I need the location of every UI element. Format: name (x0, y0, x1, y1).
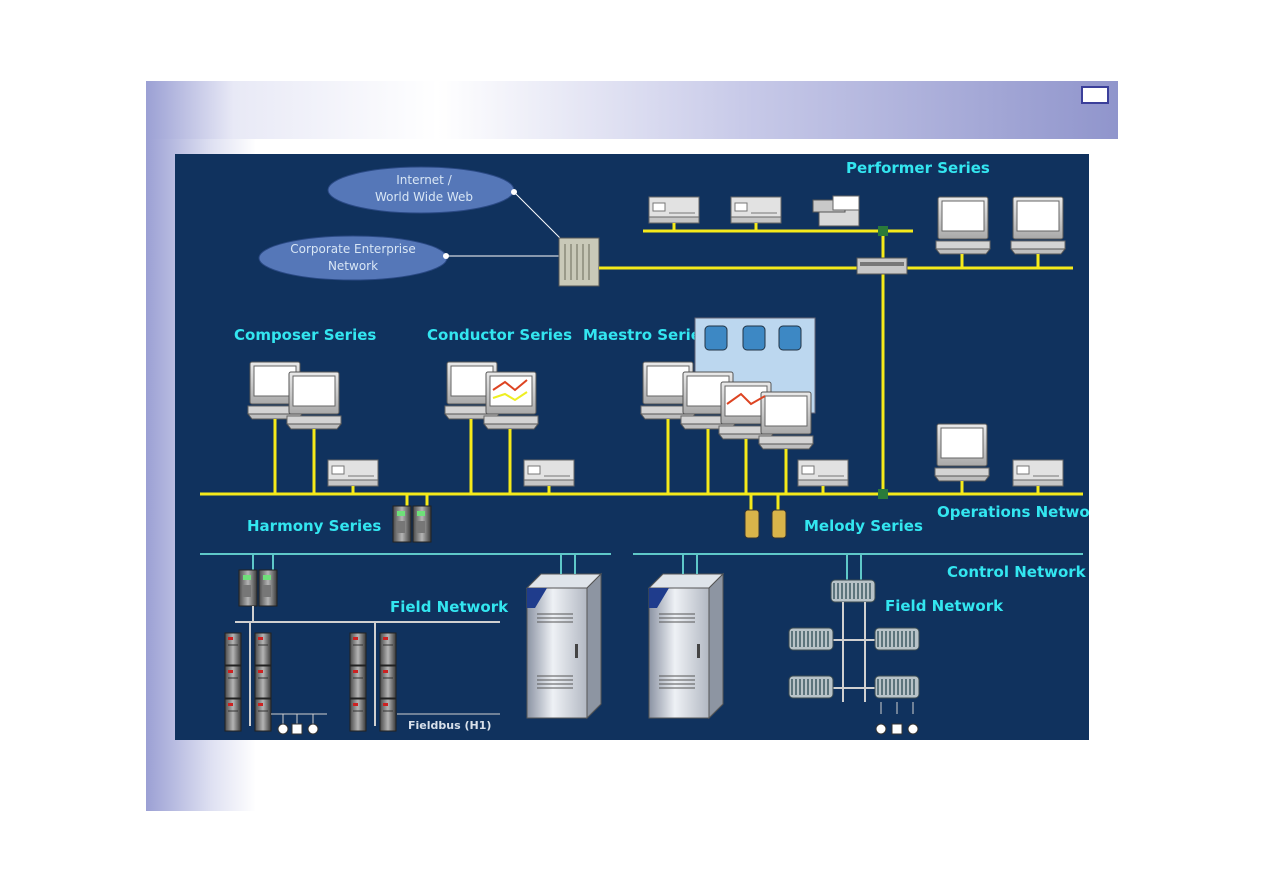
gateway-server-icon (558, 237, 600, 287)
pc-workstation-icon (1010, 196, 1066, 255)
io-module-icon (379, 665, 397, 699)
field-network-left-label: Field Network (390, 598, 509, 616)
title-banner (146, 81, 1118, 139)
io-module-icon (224, 632, 242, 666)
internet-cloud: Internet / World Wide Web (327, 166, 515, 214)
control-network-label: Control Network (947, 563, 1087, 581)
server-icon (730, 196, 782, 224)
melody-series-label: Melody Series (804, 517, 923, 535)
upper-bus (200, 229, 1083, 496)
cabinet-icon (526, 573, 602, 719)
pc-workstation-icon (286, 371, 342, 430)
pc-workstation-icon (483, 371, 539, 430)
pc-workstation-icon (934, 423, 990, 482)
io-module-icon (224, 698, 242, 732)
io-rack-icon (788, 675, 834, 699)
internet-label-2: World Wide Web (375, 190, 473, 204)
fieldbus-label: Fieldbus (H1) (408, 719, 491, 732)
io-module-icon (349, 665, 367, 699)
performer-series-label: Performer Series (846, 159, 990, 177)
coupler-icon (744, 509, 787, 539)
pc-workstation-icon (935, 196, 991, 255)
controller-module-icon (258, 569, 278, 607)
maestro-series-label: Maestro Series (583, 326, 710, 344)
system-architecture-diagram: Internet / World Wide Web Corporate Ente… (175, 154, 1108, 740)
server-icon (648, 196, 700, 224)
corporate-cloud: Corporate Enterprise Network (258, 235, 448, 281)
io-rack-icon (874, 627, 920, 651)
io-rack-icon (788, 627, 834, 651)
harmony-series-label: Harmony Series (247, 517, 381, 535)
field-device-icon (277, 723, 319, 735)
composer-series-label: Composer Series (234, 326, 376, 344)
pc-workstation-icon (758, 391, 814, 450)
io-module-icon (349, 698, 367, 732)
operations-network-label: Operations Network (937, 503, 1089, 521)
internet-label-1: Internet / (396, 173, 452, 187)
server-icon (523, 459, 575, 487)
cabinet-icon (648, 573, 724, 719)
io-module-icon (254, 632, 272, 666)
hub-icon (856, 257, 908, 275)
printer-icon (812, 195, 860, 227)
controller-module-icon (392, 505, 412, 543)
field-device-icon (875, 723, 919, 735)
field-network-right-label: Field Network (885, 597, 1004, 615)
server-icon (327, 459, 379, 487)
slide-number-box (1081, 86, 1109, 104)
io-module-icon (379, 698, 397, 732)
controller-module-icon (412, 505, 432, 543)
io-module-icon (254, 698, 272, 732)
io-module-icon (224, 665, 242, 699)
conductor-series-label: Conductor Series (427, 326, 572, 344)
corporate-label-2: Network (328, 259, 378, 273)
io-module-icon (349, 632, 367, 666)
io-rack-icon (830, 579, 876, 603)
server-icon (797, 459, 849, 487)
controller-module-icon (238, 569, 258, 607)
io-module-icon (254, 665, 272, 699)
corporate-label-1: Corporate Enterprise (290, 242, 416, 256)
io-module-icon (379, 632, 397, 666)
io-rack-icon (874, 675, 920, 699)
server-icon (1012, 459, 1064, 487)
